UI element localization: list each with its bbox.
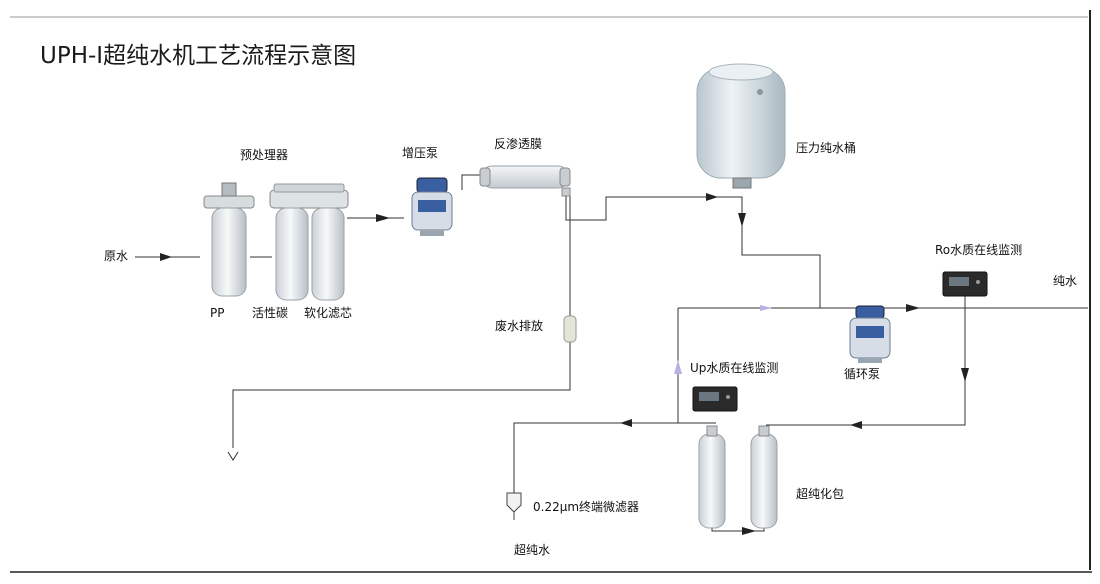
frame-border <box>10 10 1092 573</box>
flow-arrows <box>160 193 969 535</box>
arrow-return <box>850 421 862 429</box>
pp-filter-icon <box>203 182 255 297</box>
label-pp: PP <box>210 306 225 320</box>
pipe-ro-monitor <box>766 296 966 426</box>
label-pure-water: 纯水 <box>1053 274 1078 288</box>
drain-end-icon <box>227 451 239 461</box>
arrow-main <box>760 305 772 311</box>
pipe-permeate <box>565 194 743 221</box>
label-raw-water: 原水 <box>104 249 129 263</box>
pipe-waste-out <box>232 340 571 448</box>
label-ro-membrane: 反渗透膜 <box>494 137 543 151</box>
label-pressure-tank: 压力纯水桶 <box>796 141 857 155</box>
ro-monitor-device-icon <box>942 271 988 297</box>
pipe-tank-down <box>741 211 821 308</box>
arrow-to-booster <box>376 214 390 222</box>
label-activated-carbon: 活性碳 <box>252 306 289 320</box>
pipes <box>135 174 1088 532</box>
circulation-pump-icon <box>849 305 891 363</box>
pipe-to-terminal <box>513 422 698 500</box>
pipe-booster-membrane <box>461 174 482 190</box>
label-ultrapure-water: 超纯水 <box>514 543 551 557</box>
label-ro-monitor: Ro水质在线监测 <box>935 243 1023 257</box>
arrow-up <box>674 360 682 374</box>
arrow-raw <box>160 253 172 261</box>
arrow-polish <box>742 527 756 535</box>
label-waste-drain: 废水排放 <box>495 319 544 333</box>
label-pretreatment: 预处理器 <box>240 148 289 162</box>
polishing-pack-icon <box>698 425 778 529</box>
label-softening-filter: 软化滤芯 <box>304 306 353 320</box>
arrow-pump-out <box>906 304 920 312</box>
label-up-monitor: Up水质在线监测 <box>690 361 779 375</box>
booster-pump-icon <box>411 177 453 236</box>
label-circulation-pump: 循环泵 <box>844 367 881 381</box>
page-title: UPH-I超纯水机工艺流程示意图 <box>40 43 357 69</box>
carbon-softener-filter-icon <box>269 183 349 301</box>
arrow-to-terminal <box>620 419 632 427</box>
ro-membrane-icon <box>479 165 571 197</box>
pipe-polishing-bottom <box>711 528 765 532</box>
waste-valve-icon <box>563 315 577 343</box>
label-terminal-filter: 0.22μm终端微滤器 <box>533 500 640 514</box>
arrow-tank-down <box>738 213 746 227</box>
label-polishing-pack: 超纯化包 <box>796 487 845 501</box>
up-monitor-device-icon <box>692 386 738 412</box>
arrow-permeate <box>706 193 718 201</box>
label-booster-pump: 增压泵 <box>402 146 439 160</box>
arrow-ro-down <box>961 368 969 382</box>
pressure-tank-icon <box>696 63 786 189</box>
terminal-filter-icon <box>506 492 522 520</box>
